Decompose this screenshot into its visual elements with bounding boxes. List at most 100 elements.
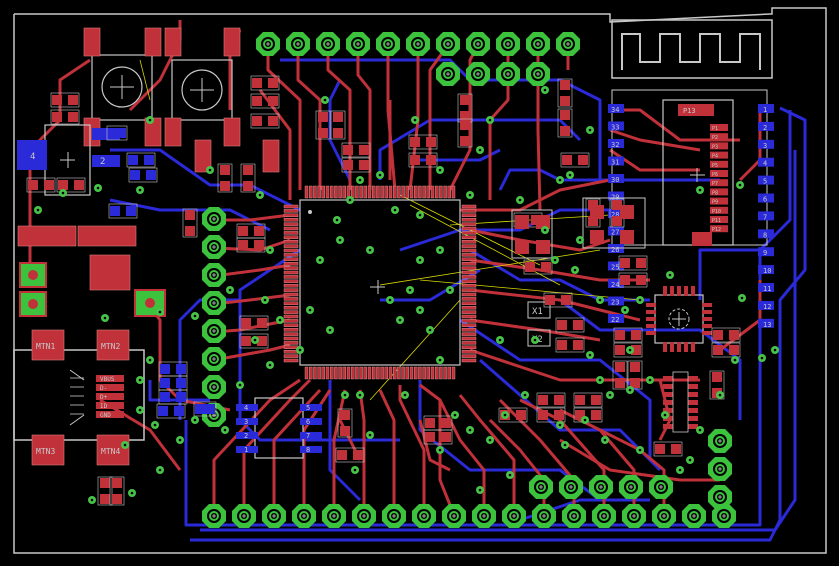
esp-pin-number: 23	[611, 299, 619, 307]
esp-module-pin-label: P2	[712, 135, 718, 141]
qfn-chip[interactable]	[646, 286, 712, 352]
smd-part	[618, 255, 648, 271]
smd-part	[457, 118, 473, 148]
esp-pin-number: 10	[763, 267, 771, 275]
bottom-right-pin-header[interactable]	[529, 475, 673, 499]
header-pin	[202, 263, 226, 287]
smd-part	[536, 407, 566, 423]
esp-pin-number: 30	[611, 176, 619, 184]
header-pin	[412, 504, 436, 528]
smd-part	[109, 476, 125, 506]
sop-pin-label: 7	[306, 432, 310, 440]
crystal-x1[interactable]: X1	[527, 301, 551, 319]
usb-pin-label: D-	[100, 385, 107, 392]
smd-part	[26, 177, 56, 193]
header-pin	[502, 504, 526, 528]
esp-pin-number: 24	[611, 281, 619, 289]
esp-pin-number: 3	[763, 142, 767, 150]
smd-part	[182, 208, 198, 238]
usb-pin-label: ID	[100, 403, 108, 410]
smd-part	[50, 92, 80, 108]
header-pin	[496, 32, 520, 56]
header-pin	[592, 504, 616, 528]
smd-part	[236, 237, 266, 253]
esp-pin-number: 27	[611, 229, 619, 237]
reset-switch[interactable]	[91, 54, 153, 121]
mcu-qfp-package[interactable]	[299, 199, 461, 366]
led-pads	[19, 262, 166, 317]
connector-pins-right	[663, 371, 698, 433]
switch-pads	[83, 27, 280, 173]
smd-part	[408, 134, 438, 150]
smd-part	[335, 447, 365, 463]
header-pin	[202, 347, 226, 371]
esp-module-pin-label: P11	[712, 218, 721, 224]
smd-part	[193, 401, 217, 417]
right-pin-column[interactable]	[708, 429, 732, 509]
esp-module-pin-label: P7	[712, 181, 718, 187]
smd-part	[555, 317, 585, 333]
esp-pin-number: 22	[611, 316, 619, 324]
boot-switch[interactable]	[171, 59, 233, 121]
x1-label: X1	[532, 307, 543, 317]
dip-block	[511, 197, 646, 259]
header-pin	[589, 475, 613, 499]
header-pin	[232, 504, 256, 528]
smd-part	[711, 342, 741, 358]
header-pin	[712, 504, 736, 528]
usb-pin-label: D+	[100, 394, 108, 401]
header-pin	[316, 32, 340, 56]
esp-module-pin-label: P10	[712, 209, 721, 215]
header-pin	[436, 62, 460, 86]
esp-pin-number: 34	[611, 106, 619, 114]
header-pin	[708, 457, 732, 481]
smd-part	[557, 108, 573, 138]
smd-part	[560, 152, 590, 168]
smd-part	[341, 142, 371, 158]
header-pin	[202, 291, 226, 315]
esp-pin-number: 4	[763, 160, 767, 168]
esp-pin-number: 13	[763, 321, 771, 329]
header-pin	[466, 62, 490, 86]
esp-pin-number: 32	[611, 141, 619, 149]
bottom-pin-header[interactable]	[202, 504, 736, 528]
header-pin	[202, 207, 226, 231]
smd-part	[573, 392, 603, 408]
left-pin-header[interactable]	[202, 207, 226, 427]
header-pin	[652, 504, 676, 528]
esp-pin-number: 7	[763, 213, 767, 221]
smd-part	[250, 75, 280, 91]
sop-pin-label: 5	[306, 404, 310, 412]
header-pin	[382, 504, 406, 528]
smd-part	[618, 272, 648, 288]
sop-pin-label: 2	[244, 432, 248, 440]
smd-part	[126, 152, 156, 168]
smd-part	[97, 476, 113, 506]
smd-part	[337, 408, 353, 438]
top-second-pin-header[interactable]	[436, 62, 550, 86]
esp-pin-number: 2	[763, 124, 767, 132]
header-pin	[529, 475, 553, 499]
smd-part	[523, 259, 553, 275]
header-pin	[708, 429, 732, 453]
mtn4-label: MTN4	[101, 447, 120, 456]
header-pin	[466, 32, 490, 56]
esp-module-pin-label: P4	[712, 154, 718, 160]
smd-part	[217, 163, 233, 193]
header-pin	[496, 62, 520, 86]
sop-pin-label: 3	[244, 418, 248, 426]
top-pin-header[interactable]	[256, 32, 580, 56]
header-pin	[708, 485, 732, 509]
diodes[interactable]	[17, 225, 137, 291]
esp-head-label: P13	[683, 107, 696, 115]
smd-part	[50, 109, 80, 125]
esp-pin-number: 11	[763, 285, 771, 293]
vias	[34, 86, 779, 504]
board-outline	[13, 7, 827, 554]
esp-pin-number: 6	[763, 196, 767, 204]
